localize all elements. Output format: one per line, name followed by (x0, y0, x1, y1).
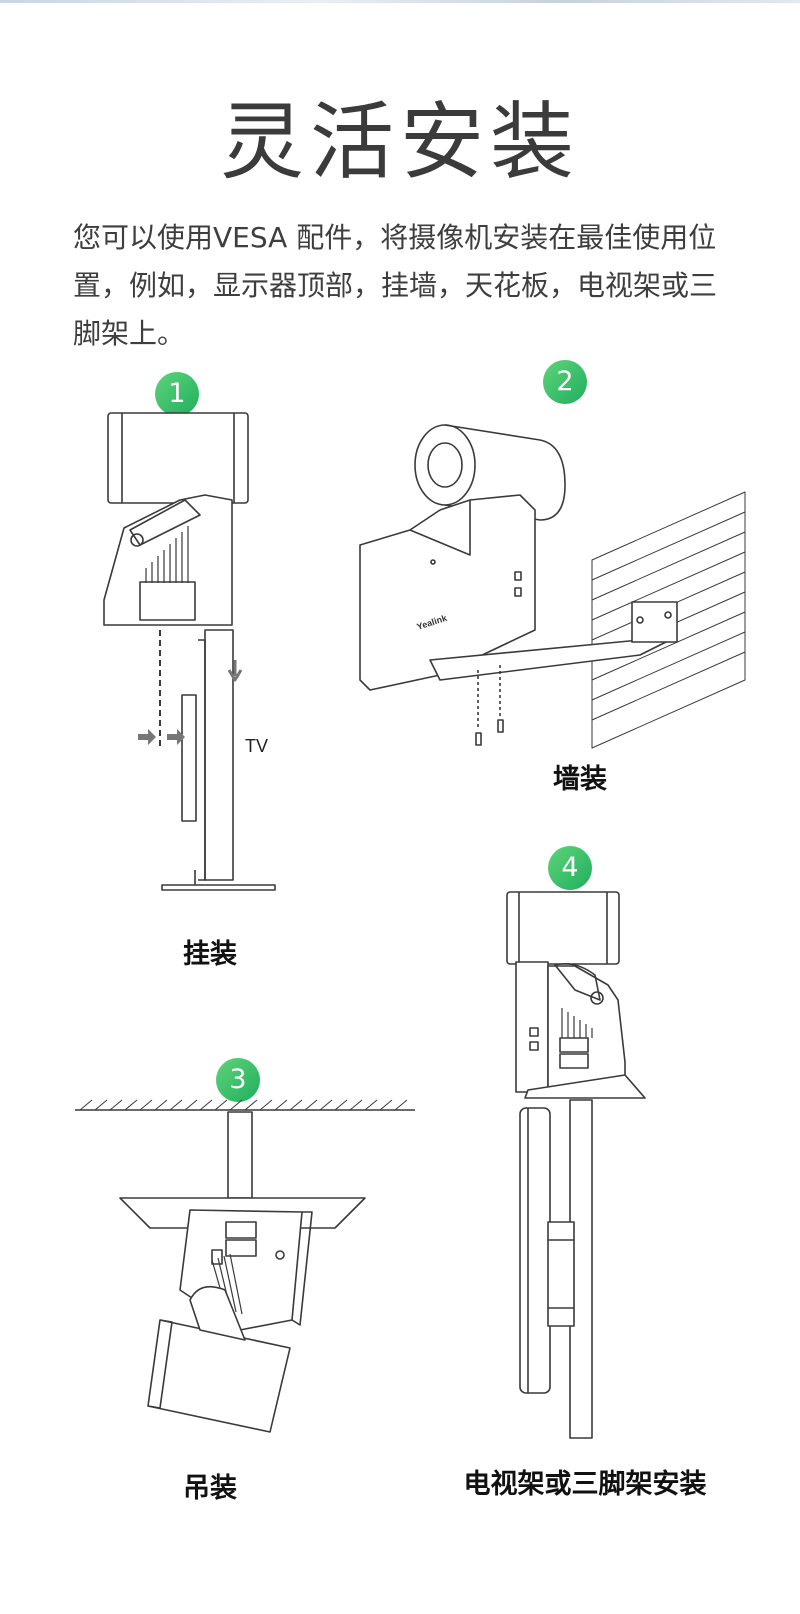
tv-label: TV (245, 736, 269, 756)
caption-hanging-mount: 挂装 (183, 939, 237, 970)
caption-stand-mount: 电视架或三脚架安装 (463, 1469, 707, 1500)
step-3-badge: 3 (216, 1058, 260, 1102)
step-4-badge: 4 (548, 846, 592, 890)
intro-paragraph: 您可以使用VESA 配件，将摄像机安装在最佳使用位置，例如，显示器顶部，挂墙，天… (73, 221, 718, 350)
tv-top-mount-illustration (103, 412, 276, 891)
caption-ceiling-mount: 吊装 (183, 1473, 237, 1504)
ceiling-mount-illustration (75, 1099, 415, 1433)
wall-mount-illustration: Yealink (359, 424, 746, 749)
step-1-badge: 1 (155, 372, 199, 416)
caption-wall-mount: 墙装 (553, 764, 607, 795)
stand-mount-illustration (506, 891, 646, 1439)
page-title: 灵活安装 (219, 93, 580, 191)
top-image-strip (0, 0, 800, 3)
step-2-badge: 2 (543, 360, 587, 404)
